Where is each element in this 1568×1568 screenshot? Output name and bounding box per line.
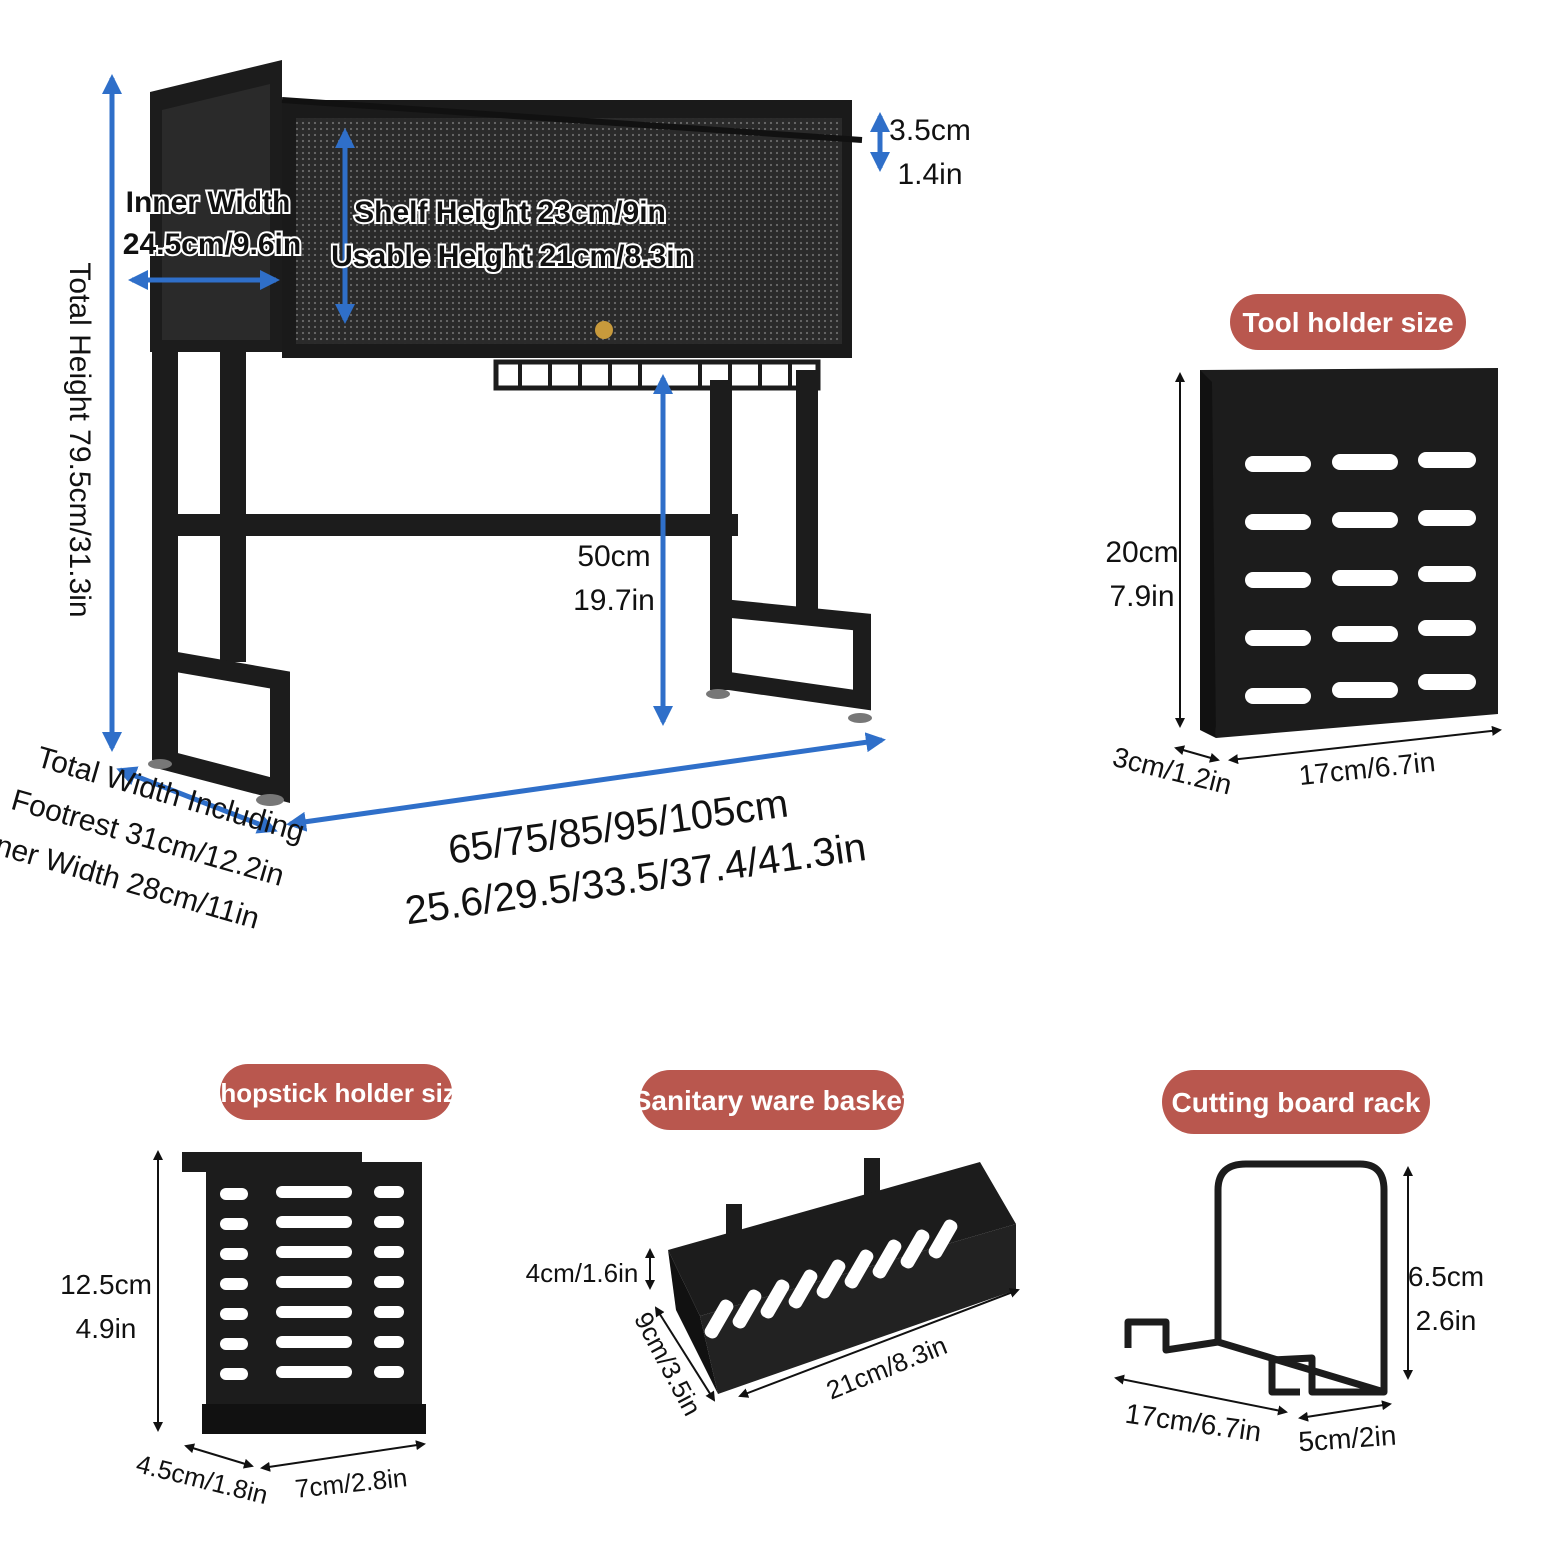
- chopstick-holder-title-pill: Chopstick holder size: [202, 1064, 471, 1120]
- cutting-board-height-in: 2.6in: [1416, 1305, 1477, 1336]
- inner-width-value: 24.5cm/9.6in: [123, 228, 301, 261]
- top-rail-in-label: 1.4in: [897, 158, 962, 191]
- tool-holder-depth: 3cm/1.2in: [1110, 741, 1235, 800]
- chopstick-holder-depth: 4.5cm/1.8in: [133, 1448, 271, 1510]
- cutting-board-illustration: [1124, 1160, 1388, 1396]
- clearance-cm-label: 50cm: [577, 540, 650, 573]
- clearance-in-label: 19.7in: [573, 584, 655, 617]
- sanitary-basket-arrows: [645, 1248, 1020, 1402]
- tool-holder-height-cm: 20cm: [1105, 536, 1178, 569]
- tool-holder-title-pill: Tool holder size: [1230, 294, 1466, 350]
- sanitary-basket-height: 4cm/1.6in: [526, 1258, 639, 1288]
- shelf-height-label: Shelf Height 23cm/9in: [354, 196, 666, 229]
- length-label-group: 65/75/85/95/105cm 25.6/29.5/33.5/37.4/41…: [402, 782, 868, 934]
- sanitary-basket-title-pill: Sanitary ware basket: [633, 1070, 912, 1130]
- tool-holder-arrows: [1174, 372, 1502, 765]
- knob-icon: [595, 321, 613, 339]
- main-rack-arrows: [102, 74, 890, 834]
- cutting-board-depth: 5cm/2in: [1297, 1420, 1397, 1458]
- usable-height-label: Usable Height 21cm/8.3in: [331, 240, 693, 273]
- chopstick-holder-width: 7cm/2.8in: [293, 1462, 408, 1504]
- chopstick-holder-illustration: [182, 1152, 426, 1434]
- top-rail-cm-label: 3.5cm: [889, 114, 971, 147]
- tool-holder-title: Tool holder size: [1242, 307, 1453, 338]
- tool-holder-width: 17cm/6.7in: [1297, 746, 1436, 791]
- inner-width-label: Inner Width: [126, 186, 291, 219]
- tool-holder-height-in: 7.9in: [1109, 580, 1174, 613]
- main-rack-illustration: [148, 60, 872, 806]
- cutting-board-arrows: [1114, 1166, 1413, 1422]
- cutting-board-title: Cutting board rack: [1172, 1087, 1421, 1118]
- chopstick-holder-title: Chopstick holder size: [202, 1078, 471, 1108]
- sanitary-basket-title: Sanitary ware basket: [633, 1085, 912, 1116]
- total-height-label: Total Height 79.5cm/31.3in: [63, 262, 96, 617]
- tool-holder-illustration: [1200, 368, 1498, 738]
- chopstick-holder-height-in: 4.9in: [76, 1313, 137, 1344]
- cutting-board-title-pill: Cutting board rack: [1162, 1070, 1430, 1134]
- sanitary-basket-illustration: [668, 1158, 1016, 1394]
- chopstick-holder-height-cm: 12.5cm: [60, 1269, 152, 1300]
- chopstick-holder-arrows: [153, 1150, 426, 1472]
- cutting-board-width: 17cm/6.7in: [1123, 1398, 1263, 1448]
- cutting-board-height-cm: 6.5cm: [1408, 1261, 1484, 1292]
